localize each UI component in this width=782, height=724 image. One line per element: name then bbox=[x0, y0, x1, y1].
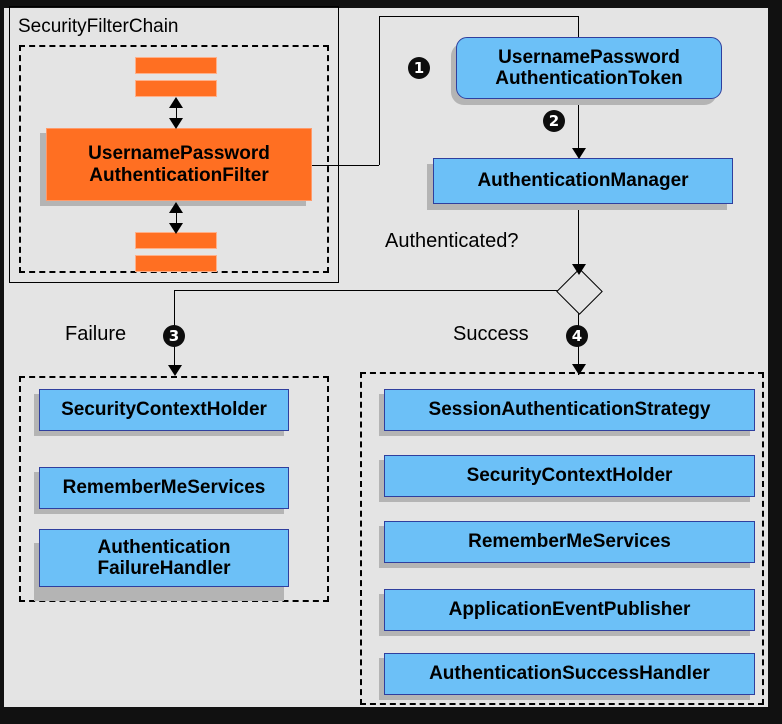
filter-arrow-bottom-up bbox=[169, 202, 183, 213]
security-filter-chain-group bbox=[9, 6, 339, 283]
step-2-badge: 2 bbox=[543, 110, 565, 132]
token-connector-segment-drop bbox=[578, 16, 579, 40]
token-node-label-line2: AuthenticationToken bbox=[495, 68, 683, 89]
step-4-badge: 4 bbox=[566, 325, 588, 347]
success-item-session-authentication-strategy[interactable]: SessionAuthenticationStrategy bbox=[384, 389, 755, 431]
username-password-authentication-token-node[interactable]: UsernamePassword AuthenticationToken bbox=[456, 37, 722, 99]
success-item-label-2: RememberMeServices bbox=[468, 531, 671, 553]
success-item-application-event-publisher[interactable]: ApplicationEventPublisher bbox=[384, 589, 755, 631]
token-connector-segment-vertical bbox=[379, 16, 380, 165]
filter-connector-bottom bbox=[176, 205, 177, 231]
authentication-manager-node[interactable]: AuthenticationManager bbox=[433, 158, 733, 204]
failure-item-authentication-failure-handler[interactable]: Authentication FailureHandler bbox=[39, 529, 289, 587]
failure-branch-horizontal bbox=[174, 290, 566, 291]
manager-connector bbox=[578, 91, 579, 157]
step-1-badge: 1 bbox=[408, 57, 430, 79]
filter-bar-bottom-2 bbox=[135, 255, 217, 272]
decision-label: Authenticated? bbox=[385, 230, 519, 252]
success-item-remember-me-services[interactable]: RememberMeServices bbox=[384, 521, 755, 563]
manager-arrow bbox=[572, 148, 586, 159]
success-group-dashed-box bbox=[360, 372, 764, 705]
manager-node-label: AuthenticationManager bbox=[477, 170, 689, 192]
success-item-authentication-success-handler[interactable]: AuthenticationSuccessHandler bbox=[384, 653, 755, 695]
username-password-authentication-filter-node[interactable]: UsernamePassword AuthenticationFilter bbox=[46, 128, 312, 201]
decision-diamond bbox=[556, 268, 603, 315]
filter-connector-top bbox=[176, 100, 177, 126]
failure-group-dashed-box bbox=[19, 376, 329, 602]
filter-bar-top-1 bbox=[135, 57, 217, 74]
filter-bar-bottom-1 bbox=[135, 232, 217, 249]
success-item-label-1: SecurityContextHolder bbox=[466, 465, 673, 487]
filter-chain-inner-dashed-box bbox=[19, 45, 329, 273]
failure-branch-arrow bbox=[168, 365, 182, 376]
token-connector-segment-horizontal-upper bbox=[379, 16, 578, 17]
diagram-canvas: SecurityFilterChain UsernamePassword Aut… bbox=[4, 6, 768, 707]
success-item-label-3: ApplicationEventPublisher bbox=[448, 599, 691, 621]
failure-branch-label: Failure bbox=[65, 323, 127, 345]
decision-arrow bbox=[572, 264, 586, 275]
failure-item-label-1: RememberMeServices bbox=[62, 477, 266, 499]
failure-item-label-2-line2: FailureHandler bbox=[97, 558, 231, 579]
filter-node-label-line2: AuthenticationFilter bbox=[89, 164, 269, 186]
failure-item-remember-me-services[interactable]: RememberMeServices bbox=[39, 467, 289, 509]
filter-arrow-top-down bbox=[169, 118, 183, 129]
token-node-label-line1: UsernamePassword bbox=[498, 46, 680, 68]
filter-node-label-line1: UsernamePassword bbox=[88, 143, 270, 165]
token-connector-segment-horizontal-lower bbox=[308, 165, 379, 166]
decision-connector bbox=[578, 206, 579, 276]
failure-item-label-2-line1: Authentication bbox=[97, 536, 231, 558]
filter-bar-top-2 bbox=[135, 80, 217, 97]
success-item-label-0: SessionAuthenticationStrategy bbox=[428, 399, 711, 421]
success-branch-arrow bbox=[572, 364, 586, 375]
failure-item-label-0: SecurityContextHolder bbox=[61, 399, 267, 421]
success-item-security-context-holder[interactable]: SecurityContextHolder bbox=[384, 455, 755, 497]
filter-arrow-bottom-down bbox=[169, 223, 183, 234]
step-3-badge: 3 bbox=[163, 325, 185, 347]
success-branch-label: Success bbox=[453, 323, 529, 345]
security-filter-chain-title: SecurityFilterChain bbox=[18, 16, 179, 37]
failure-item-security-context-holder[interactable]: SecurityContextHolder bbox=[39, 389, 289, 431]
success-item-label-4: AuthenticationSuccessHandler bbox=[429, 663, 710, 685]
filter-arrow-top-up bbox=[169, 97, 183, 108]
